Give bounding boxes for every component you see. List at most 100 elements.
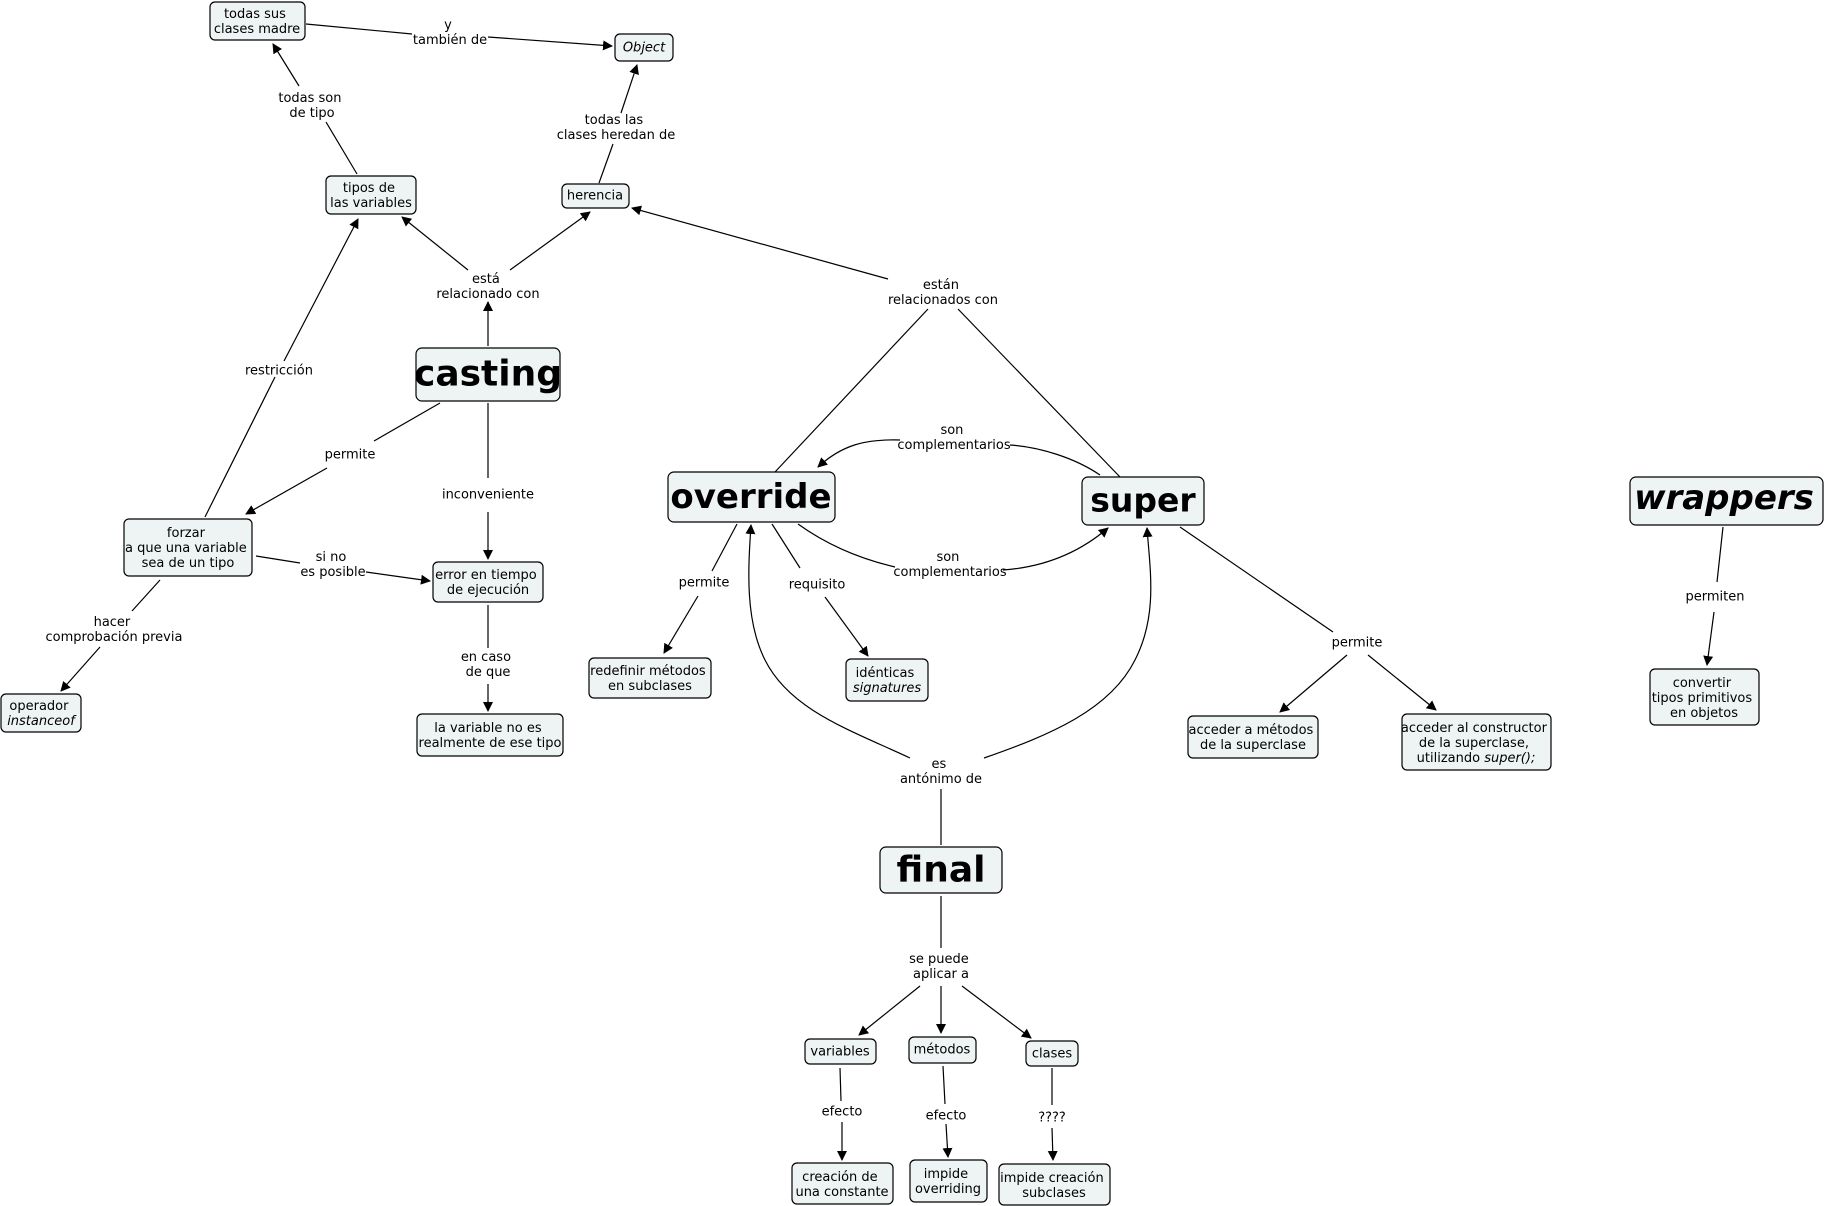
node-variables[interactable]: variables xyxy=(804,1038,877,1065)
edge-permite-to-forzar xyxy=(245,467,328,515)
label-requisito: requisito xyxy=(789,578,846,593)
label-hacer-comprobacion: hacer comprobación previa xyxy=(46,615,183,645)
label-restriccion: restricción xyxy=(245,364,313,379)
node-herencia[interactable]: herencia xyxy=(561,183,630,209)
edge-super-to-permite xyxy=(1179,526,1334,633)
edge-hacer-to-operador xyxy=(60,646,101,692)
label-permiten: permiten xyxy=(1686,590,1745,605)
svg-text:acceder a métodos de l: acceder a métodos de la superclase xyxy=(1189,723,1318,753)
svg-text:wrappers: wrappers xyxy=(1634,478,1814,518)
edge-restriccion-to-tipos xyxy=(283,218,359,362)
edge-override-to-requisito xyxy=(771,523,801,569)
edge-esta-to-herencia xyxy=(509,211,591,271)
node-identicas-signatures[interactable]: idénticas signatures xyxy=(845,658,929,702)
node-metodos[interactable]: métodos xyxy=(908,1036,977,1064)
label-inconveniente: inconveniente xyxy=(442,488,534,503)
node-error-tiempo-ejecucion[interactable]: error en tiempo de ejecución xyxy=(432,561,544,603)
edge-unknown-to-impide xyxy=(1047,1127,1058,1161)
svg-text:métodos: métodos xyxy=(914,1043,971,1058)
edge-override-to-complementarios xyxy=(797,523,896,568)
edge-super-to-estan xyxy=(957,308,1121,478)
label-estan-relacionados: están relacionados con xyxy=(888,278,998,308)
svg-text:impide creación subcla: impide creación subclases xyxy=(1000,1171,1108,1201)
edge-efecto-to-impide xyxy=(942,1123,953,1158)
node-redefinir-metodos[interactable]: redefinir métodos en subclases xyxy=(588,657,712,699)
svg-text:super: super xyxy=(1090,481,1196,520)
edge-metodos-to-efecto xyxy=(942,1065,946,1105)
label-efecto-variables: efecto xyxy=(822,1105,863,1120)
label-si-no-es-posible: si no es posible xyxy=(300,550,365,580)
node-super[interactable]: super xyxy=(1081,476,1205,526)
edge-forzar-to-sino xyxy=(255,555,301,564)
svg-text:forzar a que una varia: forzar a que una variable sea de un tipo xyxy=(125,526,251,571)
edge-sepuede-to-clases xyxy=(961,985,1032,1039)
node-object[interactable]: Object xyxy=(614,33,674,62)
svg-text:la variable no es real: la variable no es realmente de ese tipo xyxy=(419,721,562,751)
svg-text:idénticas signatures: idénticas signatures xyxy=(853,666,922,696)
edge-antonimo-to-super xyxy=(983,527,1153,759)
node-impide-overriding[interactable]: impide overriding xyxy=(909,1159,988,1203)
label-son-complementarios-top: son complementarios xyxy=(897,423,1011,453)
node-override[interactable]: override xyxy=(667,471,836,523)
node-todas-sus-clases-madre[interactable]: todas sus clases madre xyxy=(209,1,306,41)
edge-forzar-to-restriccion xyxy=(204,376,276,518)
svg-text:error en tiempo de eje: error en tiempo de ejecución xyxy=(435,568,541,598)
label-permite-casting: permite xyxy=(325,448,376,463)
edge-variables-to-efecto xyxy=(839,1067,842,1102)
edge-permiten-to-convertir xyxy=(1703,611,1715,666)
svg-text:variables: variables xyxy=(810,1045,869,1060)
label-y-tambien-de: y también de xyxy=(413,18,487,48)
svg-text:herencia: herencia xyxy=(567,189,623,204)
edge-requisito-to-identicas xyxy=(824,596,869,657)
edge-permite-to-redefinir xyxy=(663,595,699,654)
edge-super-to-override-complementarios xyxy=(1009,444,1101,476)
edge-override-to-estan xyxy=(774,308,929,473)
label-permite-override: permite xyxy=(679,576,730,591)
node-final[interactable]: final xyxy=(879,846,1003,894)
edge-todasson-to-madre xyxy=(272,43,300,87)
label-son-complementarios-bottom: son complementarios xyxy=(893,550,1007,580)
node-casting[interactable]: casting xyxy=(414,347,562,402)
node-convertir[interactable]: convertir tipos primitivos en objetos xyxy=(1649,668,1760,726)
edge-herencia-to-todasclases xyxy=(598,143,614,184)
label-todas-son-de-tipo: todas son de tipo xyxy=(278,91,345,121)
node-operador-instanceof[interactable]: operador instanceof xyxy=(0,693,82,733)
edge-antonimo-to-override xyxy=(745,524,911,759)
svg-text:acceder al constructor: acceder al constructor de la superclase,… xyxy=(1401,721,1551,766)
svg-text:convertir tipos primit: convertir tipos primitivos en objetos xyxy=(1652,676,1757,721)
edge-sepuede-to-variables xyxy=(858,985,921,1036)
label-se-puede-aplicar: se puede aplicar a xyxy=(909,952,973,982)
edge-permite-to-acceder-constructor xyxy=(1367,654,1437,711)
svg-text:casting: casting xyxy=(414,354,562,395)
node-acceder-constructor[interactable]: acceder al constructor de la superclase,… xyxy=(1401,713,1552,771)
edge-sino-to-error xyxy=(365,571,431,585)
label-todas-clases-heredan: todas las clases heredan de xyxy=(557,113,676,143)
edge-permite-to-acceder-metodos xyxy=(1279,654,1348,713)
edges xyxy=(60,23,1724,1161)
label-esta-relacionado: está relacionado con xyxy=(436,272,539,302)
edge-tipos-to-todasson xyxy=(325,121,358,175)
svg-text:operador instanceof: operador instanceof xyxy=(7,699,77,729)
node-forzar[interactable]: forzar a que una variable sea de un tipo xyxy=(123,518,253,577)
svg-text:impide overriding: impide overriding xyxy=(915,1167,981,1197)
label-es-antonimo: es antónimo de xyxy=(900,757,982,787)
node-creacion-constante[interactable]: creación de una constante xyxy=(791,1162,894,1205)
node-tipos-de-las-variables[interactable]: tipos de las variables xyxy=(325,175,417,215)
edge-madre-to-ytambien xyxy=(305,23,413,35)
edge-complementarios-to-super xyxy=(1002,527,1109,571)
node-impide-creacion[interactable]: impide creación subclases xyxy=(998,1163,1111,1206)
edge-complementarios-to-override xyxy=(817,439,901,468)
node-wrappers[interactable]: wrappers xyxy=(1629,476,1824,526)
label-unknown: ???? xyxy=(1038,1111,1066,1126)
edge-esta-to-tipos xyxy=(401,216,469,271)
svg-text:Object: Object xyxy=(623,41,666,56)
edge-todasclases-to-object xyxy=(620,64,639,114)
node-acceder-metodos[interactable]: acceder a métodos de la superclase xyxy=(1187,715,1319,759)
svg-text:clases: clases xyxy=(1032,1047,1072,1062)
node-variable-no-es[interactable]: la variable no es realmente de ese tipo xyxy=(416,713,564,757)
svg-text:creación de una consta: creación de una constante xyxy=(795,1170,888,1200)
node-clases[interactable]: clases xyxy=(1025,1040,1079,1067)
label-en-caso-de-que: en caso de que xyxy=(461,650,515,680)
